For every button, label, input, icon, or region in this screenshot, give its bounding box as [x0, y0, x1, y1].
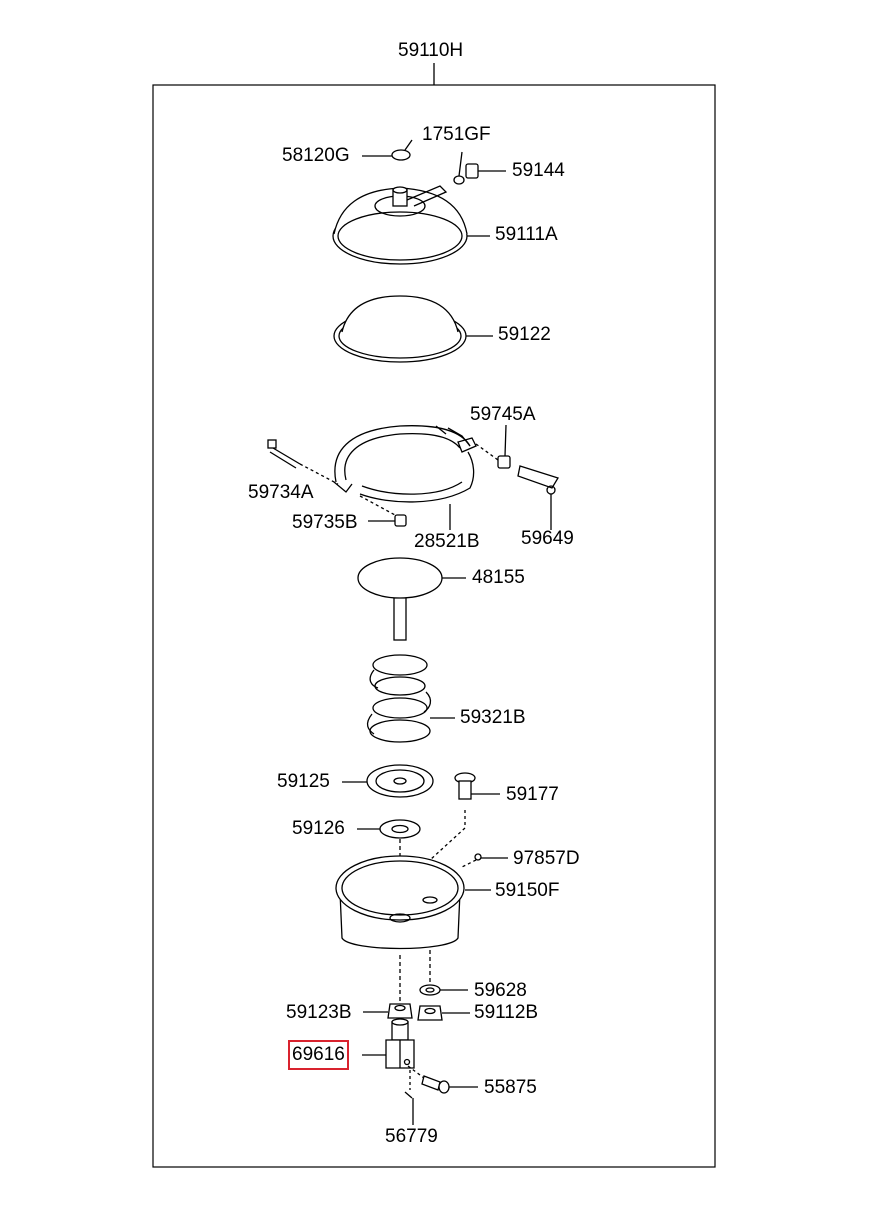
- part-label-59745A[interactable]: 59745A: [470, 404, 536, 425]
- clevis-pin-55875-shape[interactable]: [407, 1065, 478, 1094]
- part-label-59112B[interactable]: 59112B: [474, 1002, 539, 1023]
- fitting-59144-shape[interactable]: [465, 163, 506, 179]
- part-label-97857D[interactable]: 97857D: [513, 848, 580, 869]
- part-label-59144[interactable]: 59144: [512, 160, 565, 181]
- part-label-59321B[interactable]: 59321B: [460, 707, 526, 728]
- diaphragm-59122-shape[interactable]: [333, 295, 493, 363]
- part-label-59735B[interactable]: 59735B: [292, 512, 358, 533]
- lever-59649-shape[interactable]: [517, 465, 559, 530]
- part-label-59125[interactable]: 59125: [277, 771, 330, 792]
- part-label-28521B[interactable]: 28521B: [414, 531, 480, 552]
- washer-59628-shape[interactable]: [419, 950, 468, 996]
- cotter-pin-56779-shape[interactable]: [404, 1070, 414, 1125]
- nut-59735B-shape[interactable]: [359, 495, 407, 527]
- spring-59321B-shape[interactable]: [366, 654, 455, 743]
- upper-housing-59111A-shape[interactable]: [332, 185, 490, 265]
- screw-97857D-shape[interactable]: [459, 853, 508, 869]
- nut-59112B-shape[interactable]: [417, 1005, 470, 1021]
- nut-59745A-shape[interactable]: [475, 424, 511, 469]
- oring-1751GF-shape[interactable]: [453, 151, 465, 185]
- part-label-55875[interactable]: 55875: [484, 1077, 537, 1098]
- part-label-59122[interactable]: 59122: [498, 324, 551, 345]
- retainer-59125-shape[interactable]: [342, 764, 434, 798]
- part-label-59177[interactable]: 59177: [506, 784, 559, 805]
- lower-housing-59150F-shape[interactable]: [335, 827, 491, 950]
- part-label-48155[interactable]: 48155: [472, 567, 525, 588]
- part-label-59111A[interactable]: 59111A: [495, 224, 558, 245]
- pin-59177-shape[interactable]: [454, 772, 500, 828]
- part-label-59150F[interactable]: 59150F: [495, 880, 560, 901]
- part-label-58120G[interactable]: 58120G: [282, 145, 350, 166]
- assembly-number-label: 59110H: [398, 40, 464, 61]
- part-label-59123B[interactable]: 59123B: [286, 1002, 352, 1023]
- part-label-69616-highlighted[interactable]: 69616: [288, 1040, 349, 1070]
- clamp-band-28521B-shape[interactable]: [333, 425, 477, 530]
- part-label-59628[interactable]: 59628: [474, 980, 527, 1001]
- push-plate-48155-shape[interactable]: [357, 557, 466, 641]
- part-label-59126[interactable]: 59126: [292, 818, 345, 839]
- nut-59123B-shape[interactable]: [363, 955, 413, 1019]
- clevis-yoke-69616-shape[interactable]: [362, 1018, 415, 1069]
- part-label-56779[interactable]: 56779: [385, 1126, 438, 1147]
- bolt-59734A-shape[interactable]: [267, 439, 339, 485]
- part-label-59734A[interactable]: 59734A: [248, 482, 314, 503]
- cap-58120G-shape[interactable]: [362, 139, 413, 161]
- part-label-59649[interactable]: 59649: [521, 528, 574, 549]
- part-label-1751GF[interactable]: 1751GF: [422, 124, 491, 145]
